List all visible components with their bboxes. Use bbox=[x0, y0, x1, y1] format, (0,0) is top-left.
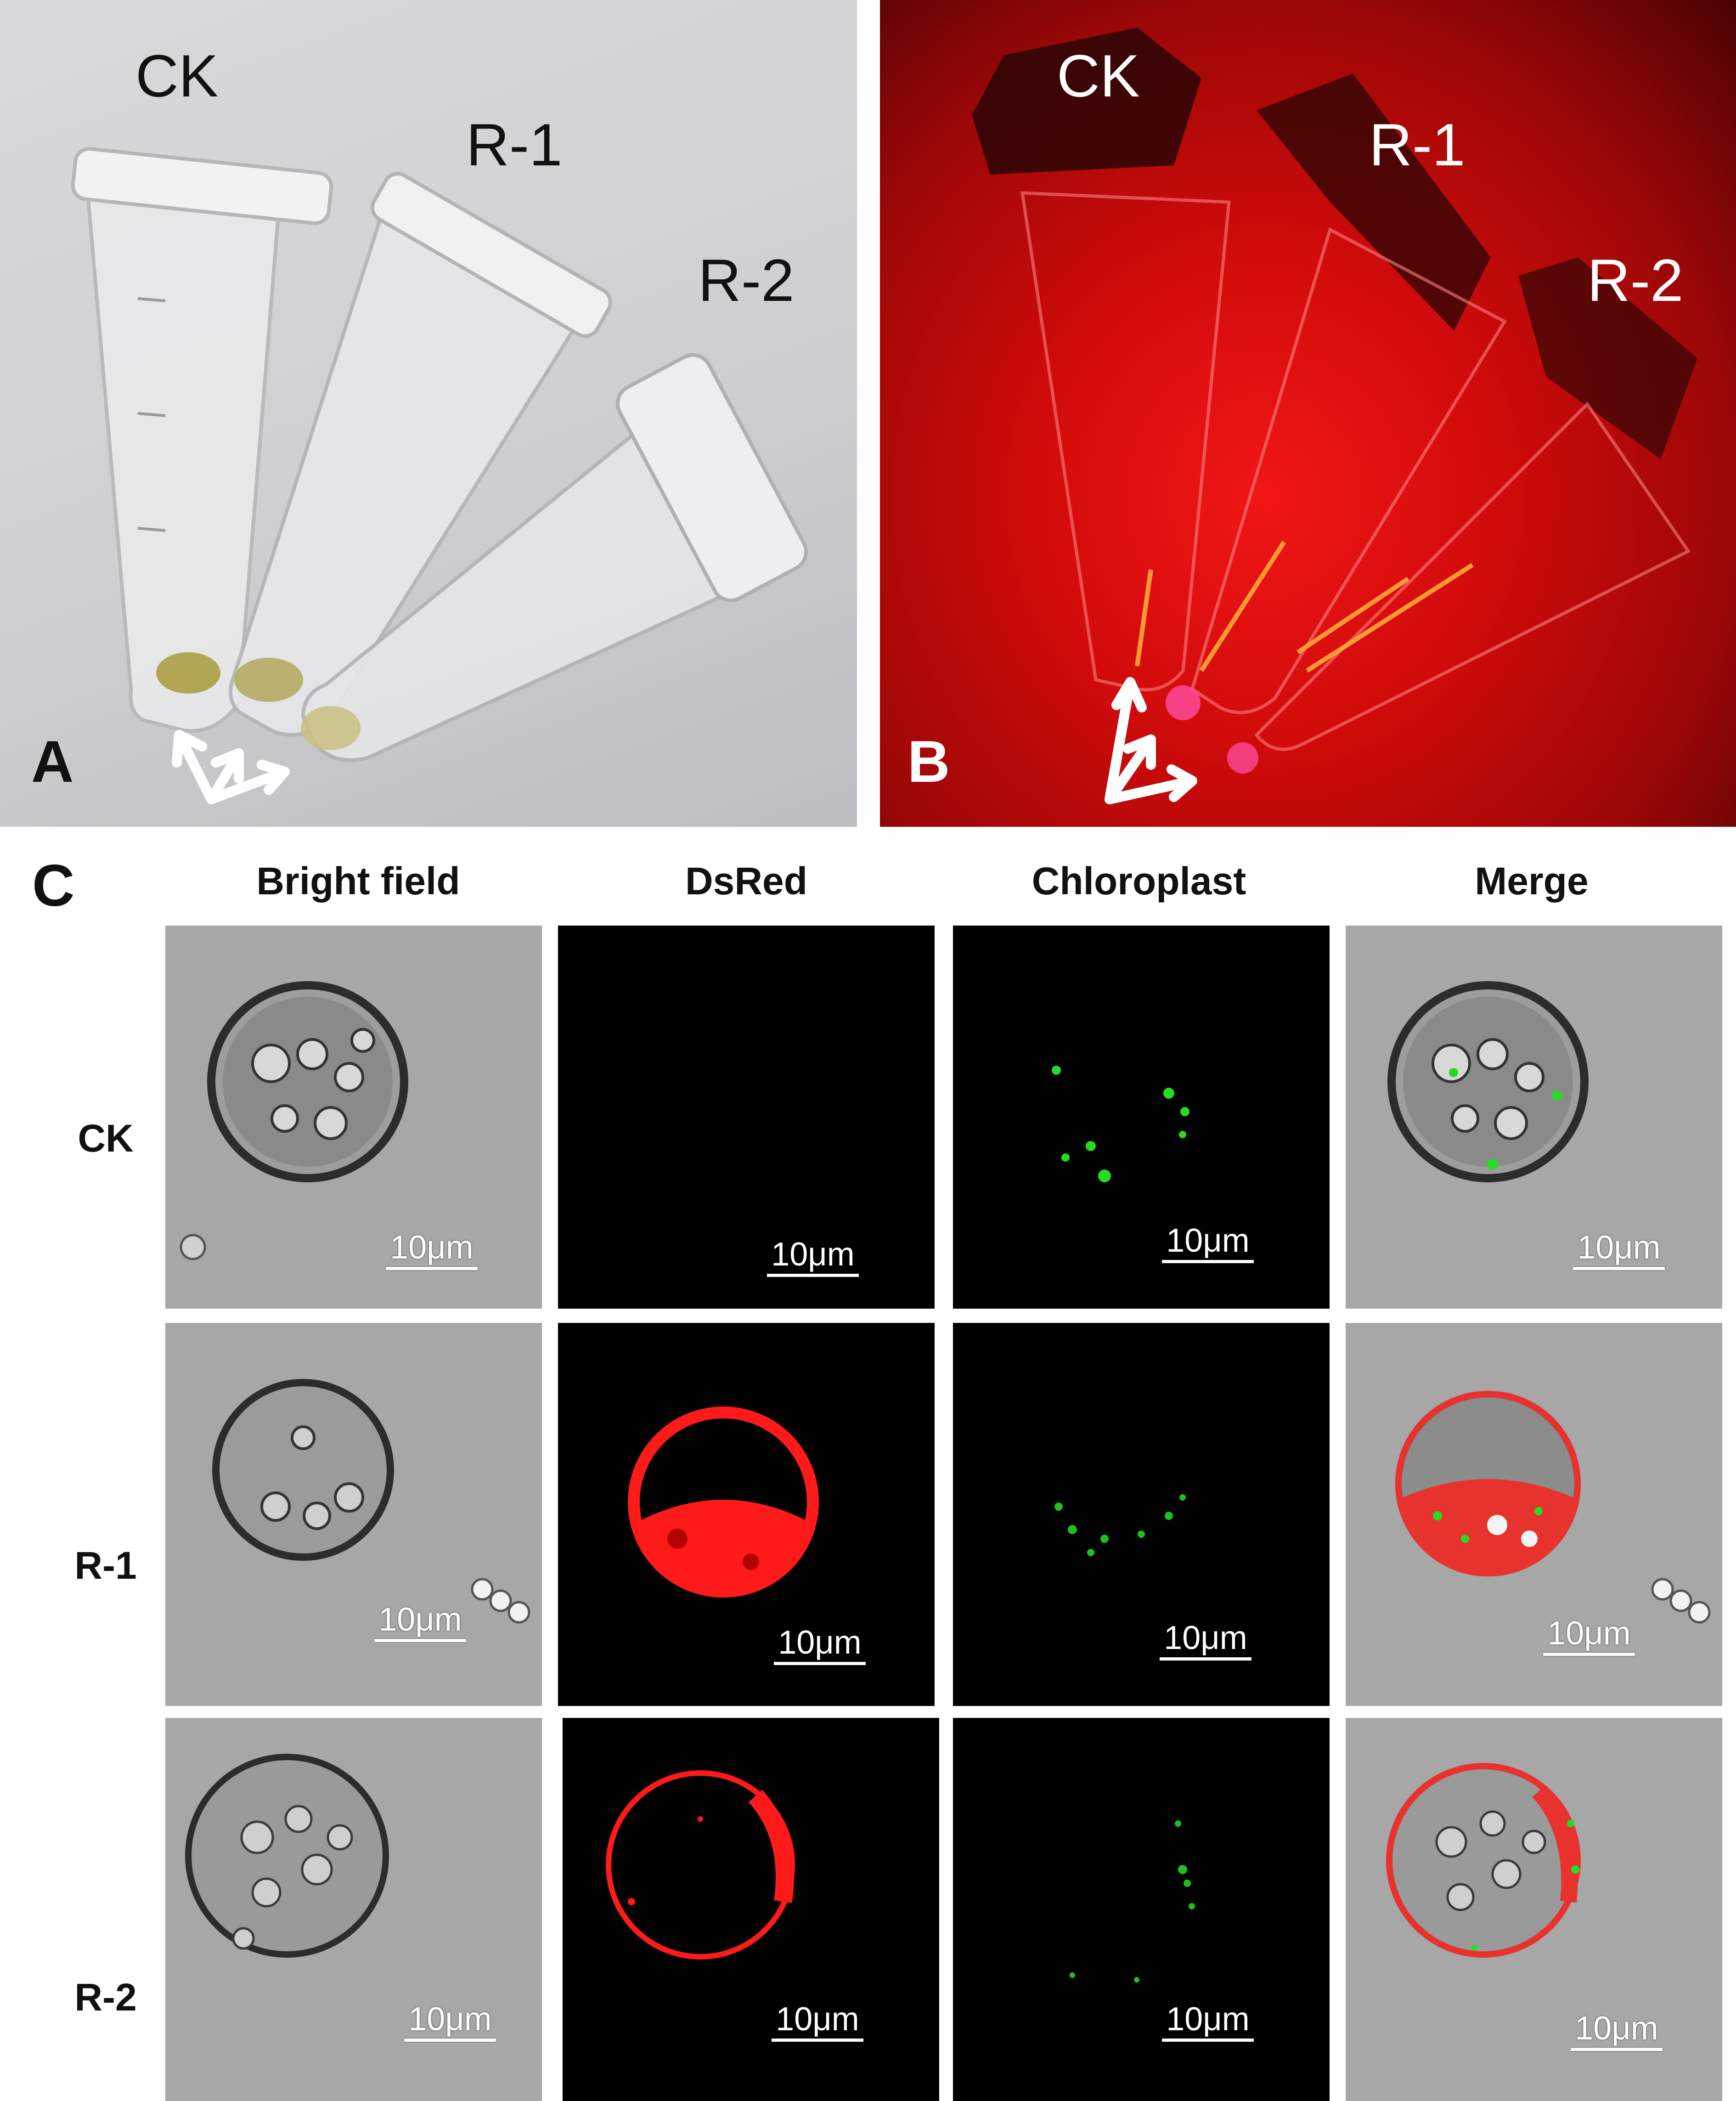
micrograph-r2-dsred: 10μm bbox=[563, 1718, 939, 2101]
pellet-arrows bbox=[172, 730, 290, 804]
tubes-photo-fluorescence bbox=[972, 28, 1697, 804]
row-header-r1: R-1 bbox=[74, 1544, 137, 1587]
scale-bar-line bbox=[767, 1274, 859, 1277]
pellet-arrows bbox=[1105, 677, 1197, 804]
row-header-ck: CK bbox=[78, 1117, 134, 1160]
panel-letter-a: A bbox=[31, 729, 74, 795]
tubes-photo-white-light bbox=[71, 147, 808, 804]
scale-bar-label: 10μm bbox=[1166, 1222, 1250, 1259]
scale-bar-label: 10μm bbox=[390, 1229, 473, 1266]
micrograph-r2-merge: 10μm bbox=[1346, 1718, 1722, 2101]
scale-bar-line bbox=[1573, 1267, 1665, 1270]
panel-b-photo: CK R-1 R-2 B bbox=[880, 0, 1736, 827]
scale-bar-label: 10μm bbox=[1577, 1229, 1661, 1266]
shadow-r1 bbox=[1257, 73, 1491, 331]
micrograph-ck-merge: 10μm bbox=[1346, 926, 1722, 1309]
scale-bar-label: 10μm bbox=[1166, 2001, 1250, 2038]
panel-a-photo: CK R-1 R-2 A bbox=[0, 0, 857, 827]
scale-bar-label: 10μm bbox=[1547, 1615, 1631, 1652]
scale-bar: 10μm bbox=[767, 1238, 859, 1277]
scale-bar-label: 10μm bbox=[778, 1624, 862, 1661]
tube-r1 bbox=[229, 172, 613, 737]
glow-pellet-r1 bbox=[1166, 685, 1201, 720]
shadow-ck bbox=[972, 28, 1201, 175]
tube-r2 bbox=[301, 353, 808, 762]
column-header-bright-field: Bright field bbox=[256, 859, 460, 903]
scale-bar: 10μm bbox=[1543, 1617, 1635, 1656]
scale-bar-label: 10μm bbox=[776, 2001, 859, 2038]
tube-label-r1: R-1 bbox=[1369, 111, 1465, 178]
scale-bar-label: 10μm bbox=[1164, 1620, 1247, 1656]
micrograph-r1-chloroplast: 10μm bbox=[953, 1323, 1330, 1706]
scale-bar-line bbox=[386, 1267, 478, 1270]
tube-label-ck: CK bbox=[135, 42, 219, 109]
shadow-r2 bbox=[1518, 257, 1697, 459]
scale-bar: 10μm bbox=[1162, 1224, 1254, 1263]
micrograph-r1-merge: 10μm bbox=[1346, 1323, 1722, 1706]
scale-bar-label: 10μm bbox=[378, 1601, 462, 1638]
scale-bar-line bbox=[1543, 1653, 1635, 1656]
micrograph-r1-bright-field: 10μm bbox=[165, 1323, 542, 1706]
scale-bar: 10μm bbox=[774, 1626, 866, 1665]
micrograph-r2-bright-field: 10μm bbox=[165, 1718, 542, 2101]
scale-bar-line bbox=[1162, 1260, 1254, 1263]
scale-bar: 10μm bbox=[404, 2003, 496, 2042]
micrograph-r1-dsred: 10μm bbox=[558, 1323, 935, 1706]
micrograph-ck-chloroplast: 10μm bbox=[953, 926, 1330, 1309]
scale-bar-line bbox=[774, 1662, 866, 1665]
panel-letter-c: C bbox=[32, 853, 75, 919]
scale-bar-label: 10μm bbox=[1575, 2010, 1658, 2047]
micrograph-ck-bright-field: 10μm bbox=[165, 926, 542, 1309]
scale-bar: 10μm bbox=[1162, 2003, 1254, 2042]
column-header-dsred: DsRed bbox=[685, 859, 808, 903]
micrograph-ck-dsred: 10μm bbox=[558, 926, 935, 1309]
glow-pellet-r2 bbox=[1227, 742, 1258, 774]
scale-bar-line bbox=[404, 2039, 496, 2042]
scale-bar: 10μm bbox=[1573, 1231, 1665, 1270]
scale-bar: 10μm bbox=[772, 2003, 863, 2042]
column-header-merge: Merge bbox=[1475, 859, 1589, 903]
scale-bar: 10μm bbox=[374, 1603, 466, 1642]
tube-label-r2: R-2 bbox=[1587, 247, 1684, 314]
scale-bar-line bbox=[1160, 1657, 1251, 1660]
tube-ck bbox=[71, 147, 333, 733]
tube-label-r2: R-2 bbox=[698, 247, 795, 314]
micrograph-r2-chloroplast: 10μm bbox=[953, 1718, 1330, 2101]
scale-bar: 10μm bbox=[386, 1231, 478, 1270]
scale-bar-line bbox=[374, 1639, 466, 1642]
scale-bar: 10μm bbox=[1571, 2012, 1663, 2051]
scale-bar-line bbox=[772, 2039, 863, 2042]
tube-label-ck: CK bbox=[1057, 42, 1140, 109]
scale-bar-label: 10μm bbox=[408, 2001, 492, 2038]
scale-bar: 10μm bbox=[1160, 1621, 1251, 1660]
scale-bar-label: 10μm bbox=[771, 1236, 855, 1273]
panel-letter-b: B bbox=[907, 729, 950, 795]
column-header-chloroplast: Chloroplast bbox=[1031, 859, 1246, 903]
scale-bar-line bbox=[1162, 2039, 1254, 2042]
tube-label-r1: R-1 bbox=[466, 111, 563, 178]
row-header-r2: R-2 bbox=[74, 1976, 137, 2019]
scale-bar-line bbox=[1571, 2048, 1663, 2051]
